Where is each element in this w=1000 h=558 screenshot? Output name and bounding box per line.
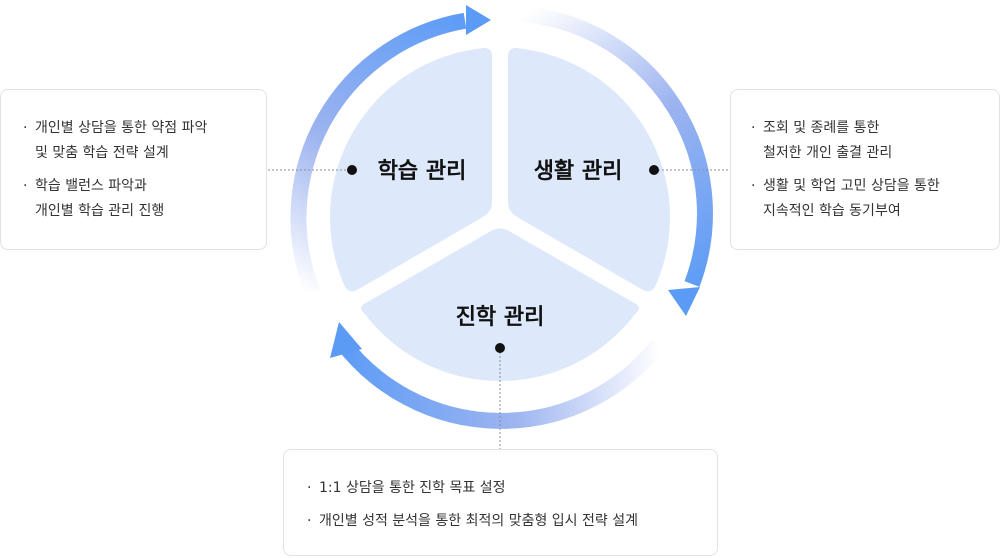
arrow-head-life-icon — [668, 287, 700, 316]
info-item-line: 개인별 상담을 통한 약점 파악 — [35, 120, 208, 136]
info-item: 개인별 상담을 통한 약점 파악 및 맞춤 학습 전략 설계 — [23, 116, 266, 166]
connector-dot-life — [649, 165, 659, 175]
segment-title-life: 생활 관리 — [534, 159, 623, 184]
segment-career — [361, 228, 639, 381]
info-list-career: 1:1 상담을 통한 진학 목표 설정 개인별 성적 분석을 통한 최적의 맞춤… — [307, 476, 717, 534]
info-list-life: 조회 및 종례를 통한 철저한 개인 출결 관리 생활 및 학업 고민 상담을 … — [751, 116, 999, 224]
info-item-line: 1:1 상담을 통한 진학 목표 설정 — [319, 480, 506, 496]
info-item: 학습 밸런스 파악과 개인별 학습 관리 진행 — [23, 174, 266, 224]
info-box-life: 조회 및 종례를 통한 철저한 개인 출결 관리 생활 및 학업 고민 상담을 … — [730, 89, 1000, 250]
info-item-line: 생활 및 학업 고민 상담을 통한 — [763, 178, 940, 194]
connector-dot-career — [495, 343, 505, 353]
arrow-arc-study — [290, 12, 467, 295]
info-item: 조회 및 종례를 통한 철저한 개인 출결 관리 — [751, 116, 999, 166]
info-item-line: 및 맞춤 학습 전략 설계 — [35, 145, 169, 161]
cycle-arrows — [290, 5, 713, 429]
arrow-head-study-icon — [466, 5, 491, 35]
info-item-line: 개인별 성적 분석을 통한 최적의 맞춤형 입시 전략 설계 — [319, 513, 638, 529]
arrow-head-career-icon — [330, 322, 362, 358]
info-item: 1:1 상담을 통한 진학 목표 설정 — [307, 476, 717, 501]
info-item-line: 지속적인 학습 동기부여 — [763, 203, 901, 219]
info-item-line: 학습 밸런스 파악과 — [35, 178, 147, 194]
cycle-segments — [330, 48, 670, 381]
segment-title-career: 진학 관리 — [456, 305, 545, 330]
segment-title-study: 학습 관리 — [378, 159, 467, 184]
info-item-line: 철저한 개인 출결 관리 — [763, 145, 893, 161]
info-list-study: 개인별 상담을 통한 약점 파악 및 맞춤 학습 전략 설계 학습 밸런스 파악… — [23, 116, 266, 224]
info-item-line: 개인별 학습 관리 진행 — [35, 203, 165, 219]
info-item: 생활 및 학업 고민 상담을 통한 지속적인 학습 동기부여 — [751, 174, 999, 224]
info-box-career: 1:1 상담을 통한 진학 목표 설정 개인별 성적 분석을 통한 최적의 맞춤… — [283, 449, 718, 556]
info-box-study: 개인별 상담을 통한 약점 파악 및 맞춤 학습 전략 설계 학습 밸런스 파악… — [0, 89, 267, 250]
arrow-arc-life — [522, 6, 713, 287]
connector-dot-study — [347, 165, 357, 175]
segment-study — [330, 48, 492, 292]
arrow-arc-career — [335, 337, 665, 429]
connectors — [268, 165, 730, 449]
info-item: 개인별 성적 분석을 통한 최적의 맞춤형 입시 전략 설계 — [307, 509, 717, 534]
segment-life — [508, 48, 670, 292]
info-item-line: 조회 및 종례를 통한 — [763, 120, 880, 136]
